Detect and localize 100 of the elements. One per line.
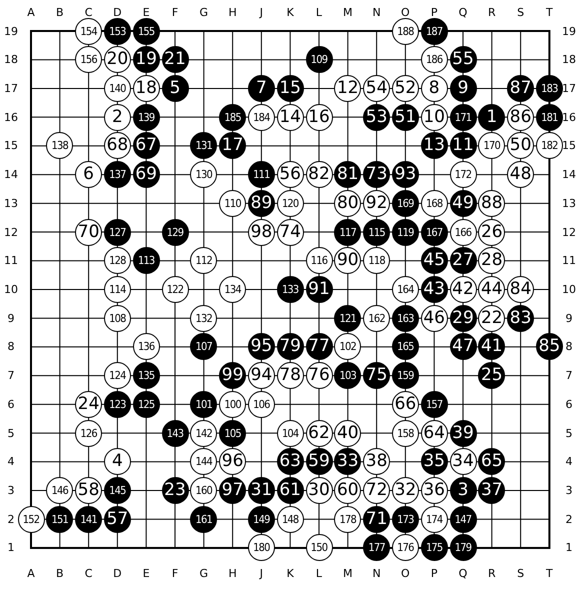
coordinate-label: M <box>342 4 354 20</box>
coordinate-label: J <box>258 4 264 20</box>
coordinate-label: 12 <box>3 224 19 240</box>
go-stone: 185 <box>219 104 246 131</box>
go-stone: 23 <box>162 477 188 504</box>
go-stone: 13 <box>420 132 448 160</box>
coordinate-label: 15 <box>561 138 577 154</box>
coordinate-label: 8 <box>564 339 574 355</box>
coordinate-label: 8 <box>6 339 16 355</box>
go-stone: 147 <box>450 506 476 533</box>
go-stone: 97 <box>219 477 246 504</box>
go-stone: 142 <box>190 420 218 447</box>
go-stone: 44 <box>478 276 506 303</box>
coordinate-label: L <box>314 566 324 581</box>
coordinate-label: 6 <box>564 396 574 412</box>
go-stone: 132 <box>190 304 218 332</box>
go-stone: 108 <box>104 304 131 332</box>
go-stone: 126 <box>75 420 102 447</box>
go-stone: 67 <box>132 132 160 160</box>
coordinate-label: 6 <box>6 396 16 412</box>
go-stone: 82 <box>306 161 332 188</box>
coordinate-label: 9 <box>6 310 16 326</box>
go-stone: 21 <box>162 46 188 74</box>
coordinate-label: C <box>84 566 94 581</box>
go-stone: 145 <box>104 477 131 504</box>
go-stone: 164 <box>392 276 419 303</box>
go-stone: 162 <box>363 304 390 332</box>
coordinate-label: T <box>545 566 554 581</box>
coordinate-label: 9 <box>564 310 574 326</box>
go-stone: 62 <box>306 420 332 447</box>
go-stone: 117 <box>334 218 362 246</box>
go-stone: 175 <box>420 534 448 562</box>
go-stone: 113 <box>132 247 160 274</box>
coordinate-label: 2 <box>6 512 16 528</box>
coordinate-label: 19 <box>561 24 577 39</box>
coordinate-label: 1 <box>564 540 574 556</box>
go-stone: 130 <box>190 161 218 188</box>
go-stone: 79 <box>276 333 304 360</box>
go-stone: 22 <box>478 304 506 332</box>
go-stone: 26 <box>478 218 506 246</box>
coordinate-label: Q <box>458 4 468 20</box>
coordinate-label: K <box>286 566 295 581</box>
coordinate-label: K <box>286 4 295 20</box>
go-stone: 169 <box>392 190 419 217</box>
go-stone: 65 <box>478 448 506 476</box>
go-stone: 136 <box>132 333 160 360</box>
coordinate-label: G <box>198 4 210 20</box>
coordinate-label: T <box>545 4 554 20</box>
go-stone: 40 <box>334 420 362 447</box>
go-stone: 4 <box>104 448 131 476</box>
coordinate-label: 7 <box>6 368 16 384</box>
go-stone: 135 <box>132 362 160 390</box>
go-stone: 42 <box>450 276 476 303</box>
go-stone: 74 <box>276 218 304 246</box>
go-stone: 100 <box>219 390 246 418</box>
go-stone: 6 <box>75 161 102 188</box>
go-stone: 15 <box>276 74 304 102</box>
coordinate-label: 2 <box>564 512 574 528</box>
go-stone: 118 <box>363 247 390 274</box>
go-stone: 81 <box>334 161 362 188</box>
go-stone: 19 <box>132 46 160 74</box>
coordinate-label: 16 <box>561 110 577 126</box>
go-stone: 93 <box>392 161 419 188</box>
go-stone: 80 <box>334 190 362 217</box>
go-stone: 176 <box>392 534 419 562</box>
go-stone: 69 <box>132 161 160 188</box>
go-stone: 110 <box>219 190 246 217</box>
go-stone: 27 <box>450 247 476 274</box>
go-stone: 172 <box>450 161 476 188</box>
coordinate-label: R <box>486 566 497 581</box>
go-stone: 33 <box>334 448 362 476</box>
go-stone: 78 <box>276 362 304 390</box>
go-stone: 127 <box>104 218 131 246</box>
coordinate-label: 3 <box>564 483 574 499</box>
go-stone: 150 <box>306 534 332 562</box>
coordinate-label: 18 <box>561 52 577 68</box>
go-stone: 38 <box>363 448 390 476</box>
go-stone: 34 <box>450 448 476 476</box>
go-stone: 17 <box>219 132 246 160</box>
go-stone: 174 <box>420 506 448 533</box>
coordinate-label: 19 <box>3 24 19 39</box>
go-stone: 52 <box>392 74 419 102</box>
coordinate-label: 3 <box>6 483 16 499</box>
go-stone: 73 <box>363 161 390 188</box>
go-stone: 122 <box>162 276 188 303</box>
coordinate-label: 18 <box>3 52 19 68</box>
go-stone: 153 <box>104 18 131 44</box>
coordinate-label: N <box>371 566 382 581</box>
go-stone: 12 <box>334 74 362 102</box>
go-stone: 89 <box>248 190 275 217</box>
coordinate-label: 13 <box>561 196 577 212</box>
go-stone: 109 <box>306 46 332 74</box>
go-stone: 155 <box>132 18 160 44</box>
go-stone: 8 <box>420 74 448 102</box>
coordinate-label: P <box>430 566 438 581</box>
coordinate-label: O <box>400 4 411 20</box>
go-stone: 36 <box>420 477 448 504</box>
coordinate-label: R <box>486 4 497 20</box>
coordinate-label: F <box>170 566 180 581</box>
go-stone: 2 <box>104 104 131 131</box>
